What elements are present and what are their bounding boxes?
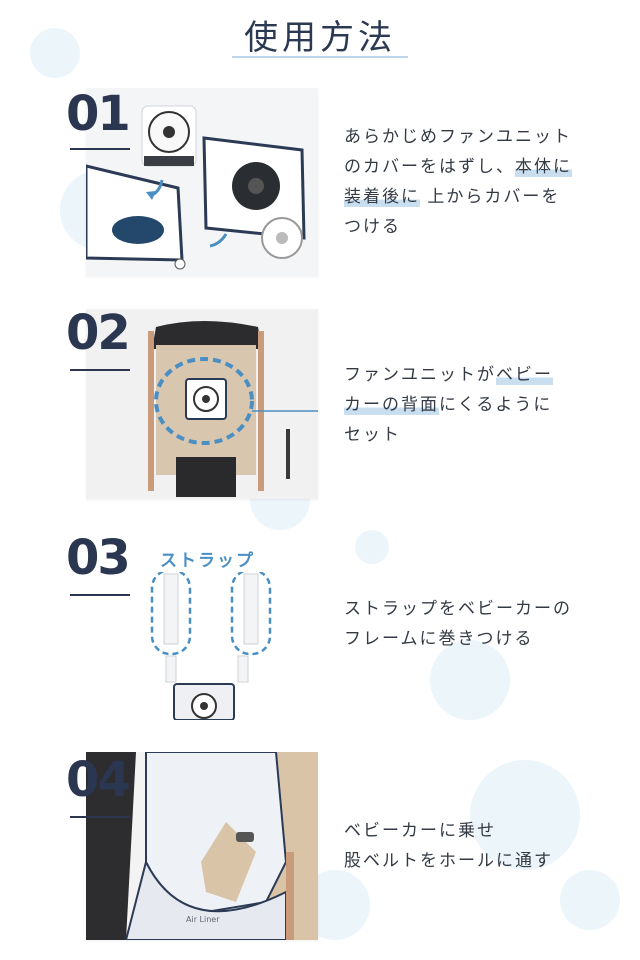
- step-number-underline: [70, 369, 130, 371]
- decor-bubble: [560, 870, 620, 930]
- stroller-back-illustration: [86, 309, 318, 499]
- step-01-photo: [86, 88, 318, 276]
- stroller-seat-illustration: Air Liner: [86, 752, 318, 940]
- strap-illustration: [150, 572, 272, 720]
- desc-text: 股ベルトをホールに通す: [344, 851, 553, 871]
- title-underline: [232, 56, 408, 58]
- step-number-underline: [70, 148, 130, 150]
- step-number-underline: [70, 594, 130, 596]
- desc-text: フレームに巻きつける: [344, 629, 534, 649]
- desc-text: つける: [344, 217, 401, 237]
- step-02-photo: [86, 309, 318, 499]
- desc-highlight: カーの背面: [344, 395, 439, 415]
- desc-text: にくるように: [439, 395, 553, 415]
- decor-bubble: [430, 640, 510, 720]
- photo-brand-text: Air Liner: [186, 915, 220, 924]
- desc-highlight: ベビー: [496, 365, 553, 385]
- desc-highlight: 本体に: [515, 157, 572, 177]
- step-number: 02: [66, 305, 131, 361]
- step-04-photo: Air Liner: [86, 752, 318, 940]
- step-number: 01: [66, 86, 131, 142]
- desc-text: ファンユニットが: [344, 365, 496, 385]
- fan-unit-cover-illustration: [86, 88, 318, 276]
- desc-text: あらかじめファンユニット: [344, 127, 572, 147]
- desc-highlight: 装着後に: [344, 187, 420, 207]
- decor-bubble: [355, 530, 389, 564]
- step-01-description: あらかじめファンユニット のカバーをはずし、本体に 装着後に 上からカバーを つ…: [344, 122, 624, 242]
- step-03-description: ストラップをベビーカーの フレームに巻きつける: [344, 594, 624, 654]
- decor-bubble: [470, 760, 580, 870]
- step-03-photo: [86, 572, 318, 720]
- desc-text: ベビーカーに乗せ: [344, 821, 496, 841]
- desc-text: セット: [344, 425, 401, 445]
- step-02: 02 ファンユニットがベビー カーの背面にくるように セット: [0, 305, 640, 505]
- desc-text: 上からカバーを: [420, 187, 561, 207]
- step-03: 03 ストラップ ストラップをベビーカーの フレームに巻きつける: [0, 530, 640, 730]
- step-01: 01 あらかじめファンユニット のカバーをはず: [0, 80, 640, 280]
- strap-label: ストラップ: [160, 551, 255, 571]
- step-04-description: ベビーカーに乗せ 股ベルトをホールに通す: [344, 816, 624, 876]
- step-04: 04 Air Liner ベビーカーに乗せ 股ベルトをホールに通す: [0, 752, 640, 952]
- desc-text: のカバーをはずし、: [344, 157, 515, 177]
- step-number: 03: [66, 530, 131, 586]
- desc-text: ストラップをベビーカーの: [344, 599, 572, 619]
- decor-bubble: [30, 28, 80, 78]
- page-title: 使用方法: [244, 18, 396, 58]
- step-number: 04: [66, 752, 131, 808]
- step-number-underline: [70, 816, 130, 818]
- step-02-description: ファンユニットがベビー カーの背面にくるように セット: [344, 360, 624, 450]
